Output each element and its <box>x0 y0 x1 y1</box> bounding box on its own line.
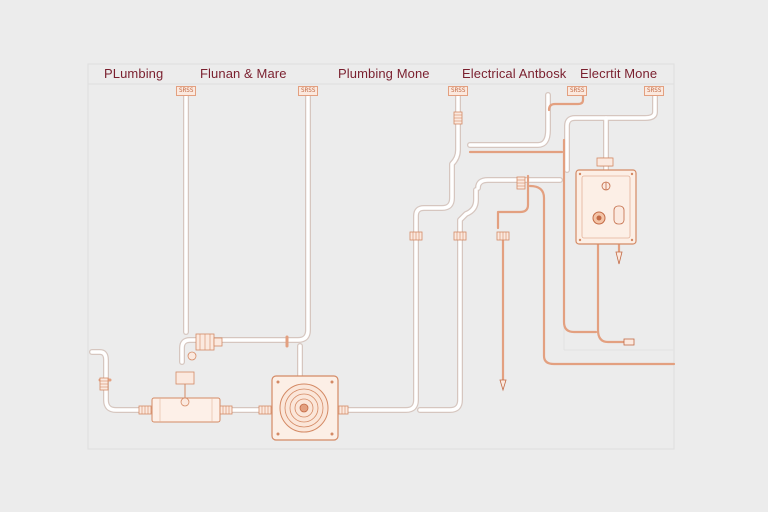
column-tag-2: SRSS <box>298 86 319 96</box>
white-pipes <box>89 89 658 413</box>
copper-lines <box>98 86 676 382</box>
pipe-fittings <box>99 111 613 415</box>
column-tag-1: SRSS <box>176 86 197 96</box>
header-electrict-mone: Elecrtit Mone <box>580 66 658 81</box>
column-tag-5: SRSS <box>644 86 665 96</box>
pump-junction-box <box>271 375 339 441</box>
electrical-panel <box>575 157 637 245</box>
header-electrical-antbosk: Electrical Antbosk <box>462 66 567 81</box>
valve-assembly <box>187 333 223 361</box>
header-plumbing-mone: Plumbing Mone <box>338 66 430 81</box>
wire-terminals <box>499 251 635 392</box>
diagram-frame <box>87 63 675 450</box>
column-tag-3: SRSS <box>448 86 469 96</box>
column-tag-4: SRSS <box>567 86 588 96</box>
header-flunan-mare: Flunan & Mare <box>200 66 287 81</box>
inline-filter <box>151 371 221 423</box>
header-plumbing: PLumbing <box>104 66 164 81</box>
